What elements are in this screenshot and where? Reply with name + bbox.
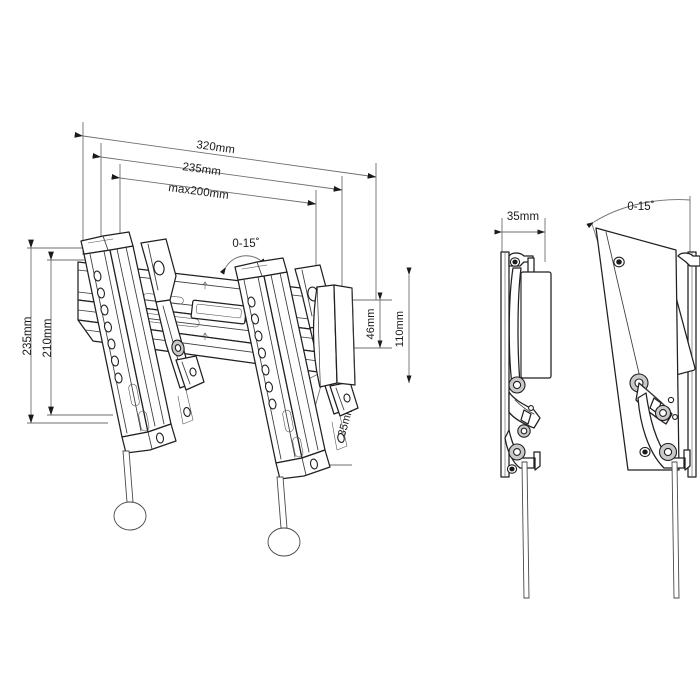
dimension-label-110: 110mm — [394, 311, 406, 347]
grip-pad-front — [312, 284, 356, 388]
release-cord-side-tilted[interactable] — [671, 461, 680, 599]
release-cord-side-flat[interactable] — [521, 461, 530, 599]
mount-assembly-front — [77, 231, 359, 557]
dimension-group-vertical: 235mm 210mm — [22, 239, 113, 424]
dimension-label-235-height: 235mm — [22, 317, 34, 356]
tilt-arc-side — [586, 199, 691, 229]
dimension-label-35-side: 35mm — [507, 211, 539, 223]
tv-arm-left — [80, 231, 205, 531]
arm-hole-column-right — [247, 296, 277, 410]
tilt-angle-label-front: 0-15˚ — [232, 238, 259, 250]
dimension-label-320: 320mm — [196, 139, 236, 156]
pivot-hardware-left — [140, 238, 205, 425]
mount-profile-flat — [500, 251, 552, 599]
release-cord-left[interactable] — [113, 450, 147, 531]
tilt-angle-label-side: 0-15˚ — [627, 201, 654, 213]
mount-profile-tilted — [595, 227, 700, 599]
dim-line-200 — [111, 174, 317, 206]
front-view: 320mm 235mm max200mm 235mm — [22, 122, 412, 557]
side-view-flat: 35mm — [494, 211, 552, 599]
side-view-tilted: 0-15˚ — [586, 196, 700, 599]
dimension-depth-upper: 46mm — [365, 292, 383, 349]
dimension-depth-overall: 110mm — [394, 267, 412, 384]
dimension-label-210-height: 210mm — [42, 319, 54, 358]
bubble-level — [190, 299, 248, 325]
dimension-height-vesa: 210mm — [42, 251, 54, 416]
release-cord-right[interactable] — [267, 476, 301, 557]
arm-hole-column-left — [93, 270, 123, 384]
dimension-label-46: 46mm — [365, 309, 377, 340]
dimension-height-overall: 235mm — [22, 239, 34, 424]
